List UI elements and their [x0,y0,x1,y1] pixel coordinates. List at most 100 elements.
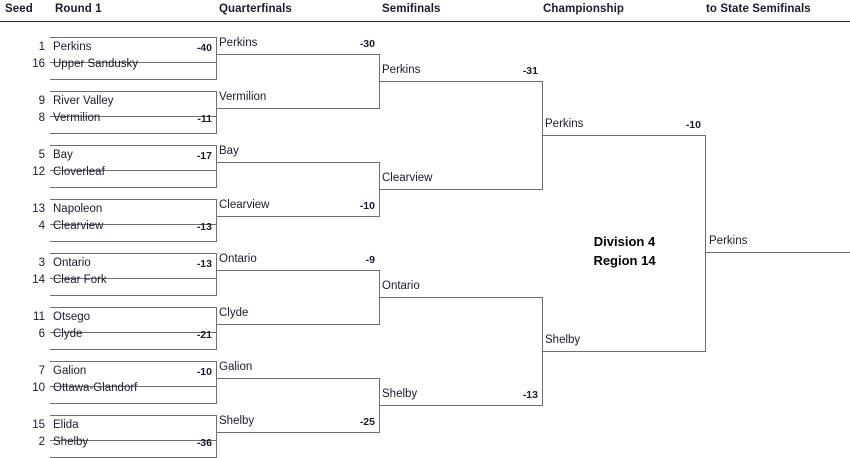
header-divider [0,21,850,22]
r1-team: Elida [53,419,79,431]
qf-team: Shelby [219,415,255,427]
qf-team: Clyde [219,307,249,319]
r1-box-line [50,62,216,63]
qf-line [216,162,379,163]
r1-seed: 9 [38,95,45,107]
qf-team: Galion [219,361,253,373]
r1-score: -21 [196,329,212,341]
r1-seed: 1 [38,41,45,53]
r1-box-line [50,403,216,404]
r1-box-line [50,295,216,296]
r1-box-line [50,79,216,80]
sf-line [379,189,542,190]
qf-line [216,216,379,217]
column-header-to-state: to State Semifinals [706,3,811,15]
r1-box-line [50,145,216,146]
r1-team: Perkins [53,41,92,53]
qf-score: -9 [365,254,375,266]
r1-box-line [50,133,216,134]
r1-box-line [50,415,216,416]
r1-seed: 2 [38,436,45,448]
champ-line [542,351,705,352]
r1-box-edge [216,91,217,134]
r1-box-line [50,278,216,279]
r1-team: Upper Sandusky [53,58,139,70]
r1-seed: 13 [32,203,45,215]
sf-score: -13 [522,389,538,401]
sf-score: -31 [522,65,538,77]
r1-seed: 3 [38,257,45,269]
r1-box-line [50,116,216,117]
r1-box-line [50,187,216,188]
r1-box-line [50,253,216,254]
r1-team: Clyde [53,328,83,340]
r1-box-edge [216,199,217,242]
qf-line [216,54,379,55]
division-label: Division 4 [593,234,656,249]
qf-line [216,324,379,325]
r1-team: River Valley [53,95,114,107]
r1-box-line [50,170,216,171]
r1-box-line [50,386,216,387]
r1-seed: 8 [38,112,45,124]
column-header-seed: Seed [5,3,33,15]
r1-seed: 15 [32,419,45,431]
r1-box-line [50,332,216,333]
champ-team: Shelby [545,334,581,346]
r1-box-line [50,91,216,92]
r1-box-edge [216,307,217,350]
r1-seed: 10 [32,382,45,394]
sf-team: Shelby [382,388,418,400]
r1-box-edge [216,37,217,80]
qf-team: Vermilion [219,91,267,103]
r1-seed: 7 [38,365,45,377]
r1-box-line [50,440,216,441]
r1-team: Ontario [53,257,91,269]
r1-score: -13 [196,258,212,270]
champ-line [542,135,705,136]
r1-box-edge [216,145,217,188]
r1-seed: 5 [38,149,45,161]
state-qualifier-team: Perkins [709,235,748,247]
qf-line [216,270,379,271]
column-header-round1: Round 1 [55,3,102,15]
qf-line [216,432,379,433]
state-line [705,252,850,253]
r1-score: -40 [196,42,212,54]
r1-seed: 4 [38,220,45,232]
r1-box-line [50,307,216,308]
r1-team: Ottawa-Glandorf [53,382,138,394]
champ-team: Perkins [545,118,584,130]
qf-team: Ontario [219,253,257,265]
sf-team: Clearview [382,172,433,184]
sf-team: Perkins [382,64,421,76]
r1-seed: 6 [38,328,45,340]
region-label: Region 14 [593,253,656,268]
sf-team: Ontario [382,280,420,292]
r1-team: Napoleon [53,203,103,215]
qf-score: -10 [359,200,375,212]
qf-score: -30 [359,38,375,50]
r1-score: -11 [197,113,212,125]
sf-line [379,405,542,406]
r1-seed: 14 [32,274,45,286]
r1-box-line [50,349,216,350]
r1-box-line [50,361,216,362]
column-header-semifinals: Semifinals [382,3,441,15]
sf-line [379,81,542,82]
r1-score: -36 [196,437,212,449]
r1-box-line [50,224,216,225]
qf-team: Clearview [219,199,270,211]
qf-team: Bay [219,145,239,157]
r1-score: -10 [196,366,212,378]
r1-box-edge [216,415,217,458]
r1-box-edge [216,361,217,404]
champ-bracket-edge [705,135,706,352]
column-header-championship: Championship [543,3,625,15]
r1-seed: 12 [32,166,45,178]
r1-team: Otsego [53,311,91,323]
r1-score: -17 [196,150,212,162]
r1-team: Vermilion [53,112,101,124]
r1-score: -13 [196,221,212,233]
